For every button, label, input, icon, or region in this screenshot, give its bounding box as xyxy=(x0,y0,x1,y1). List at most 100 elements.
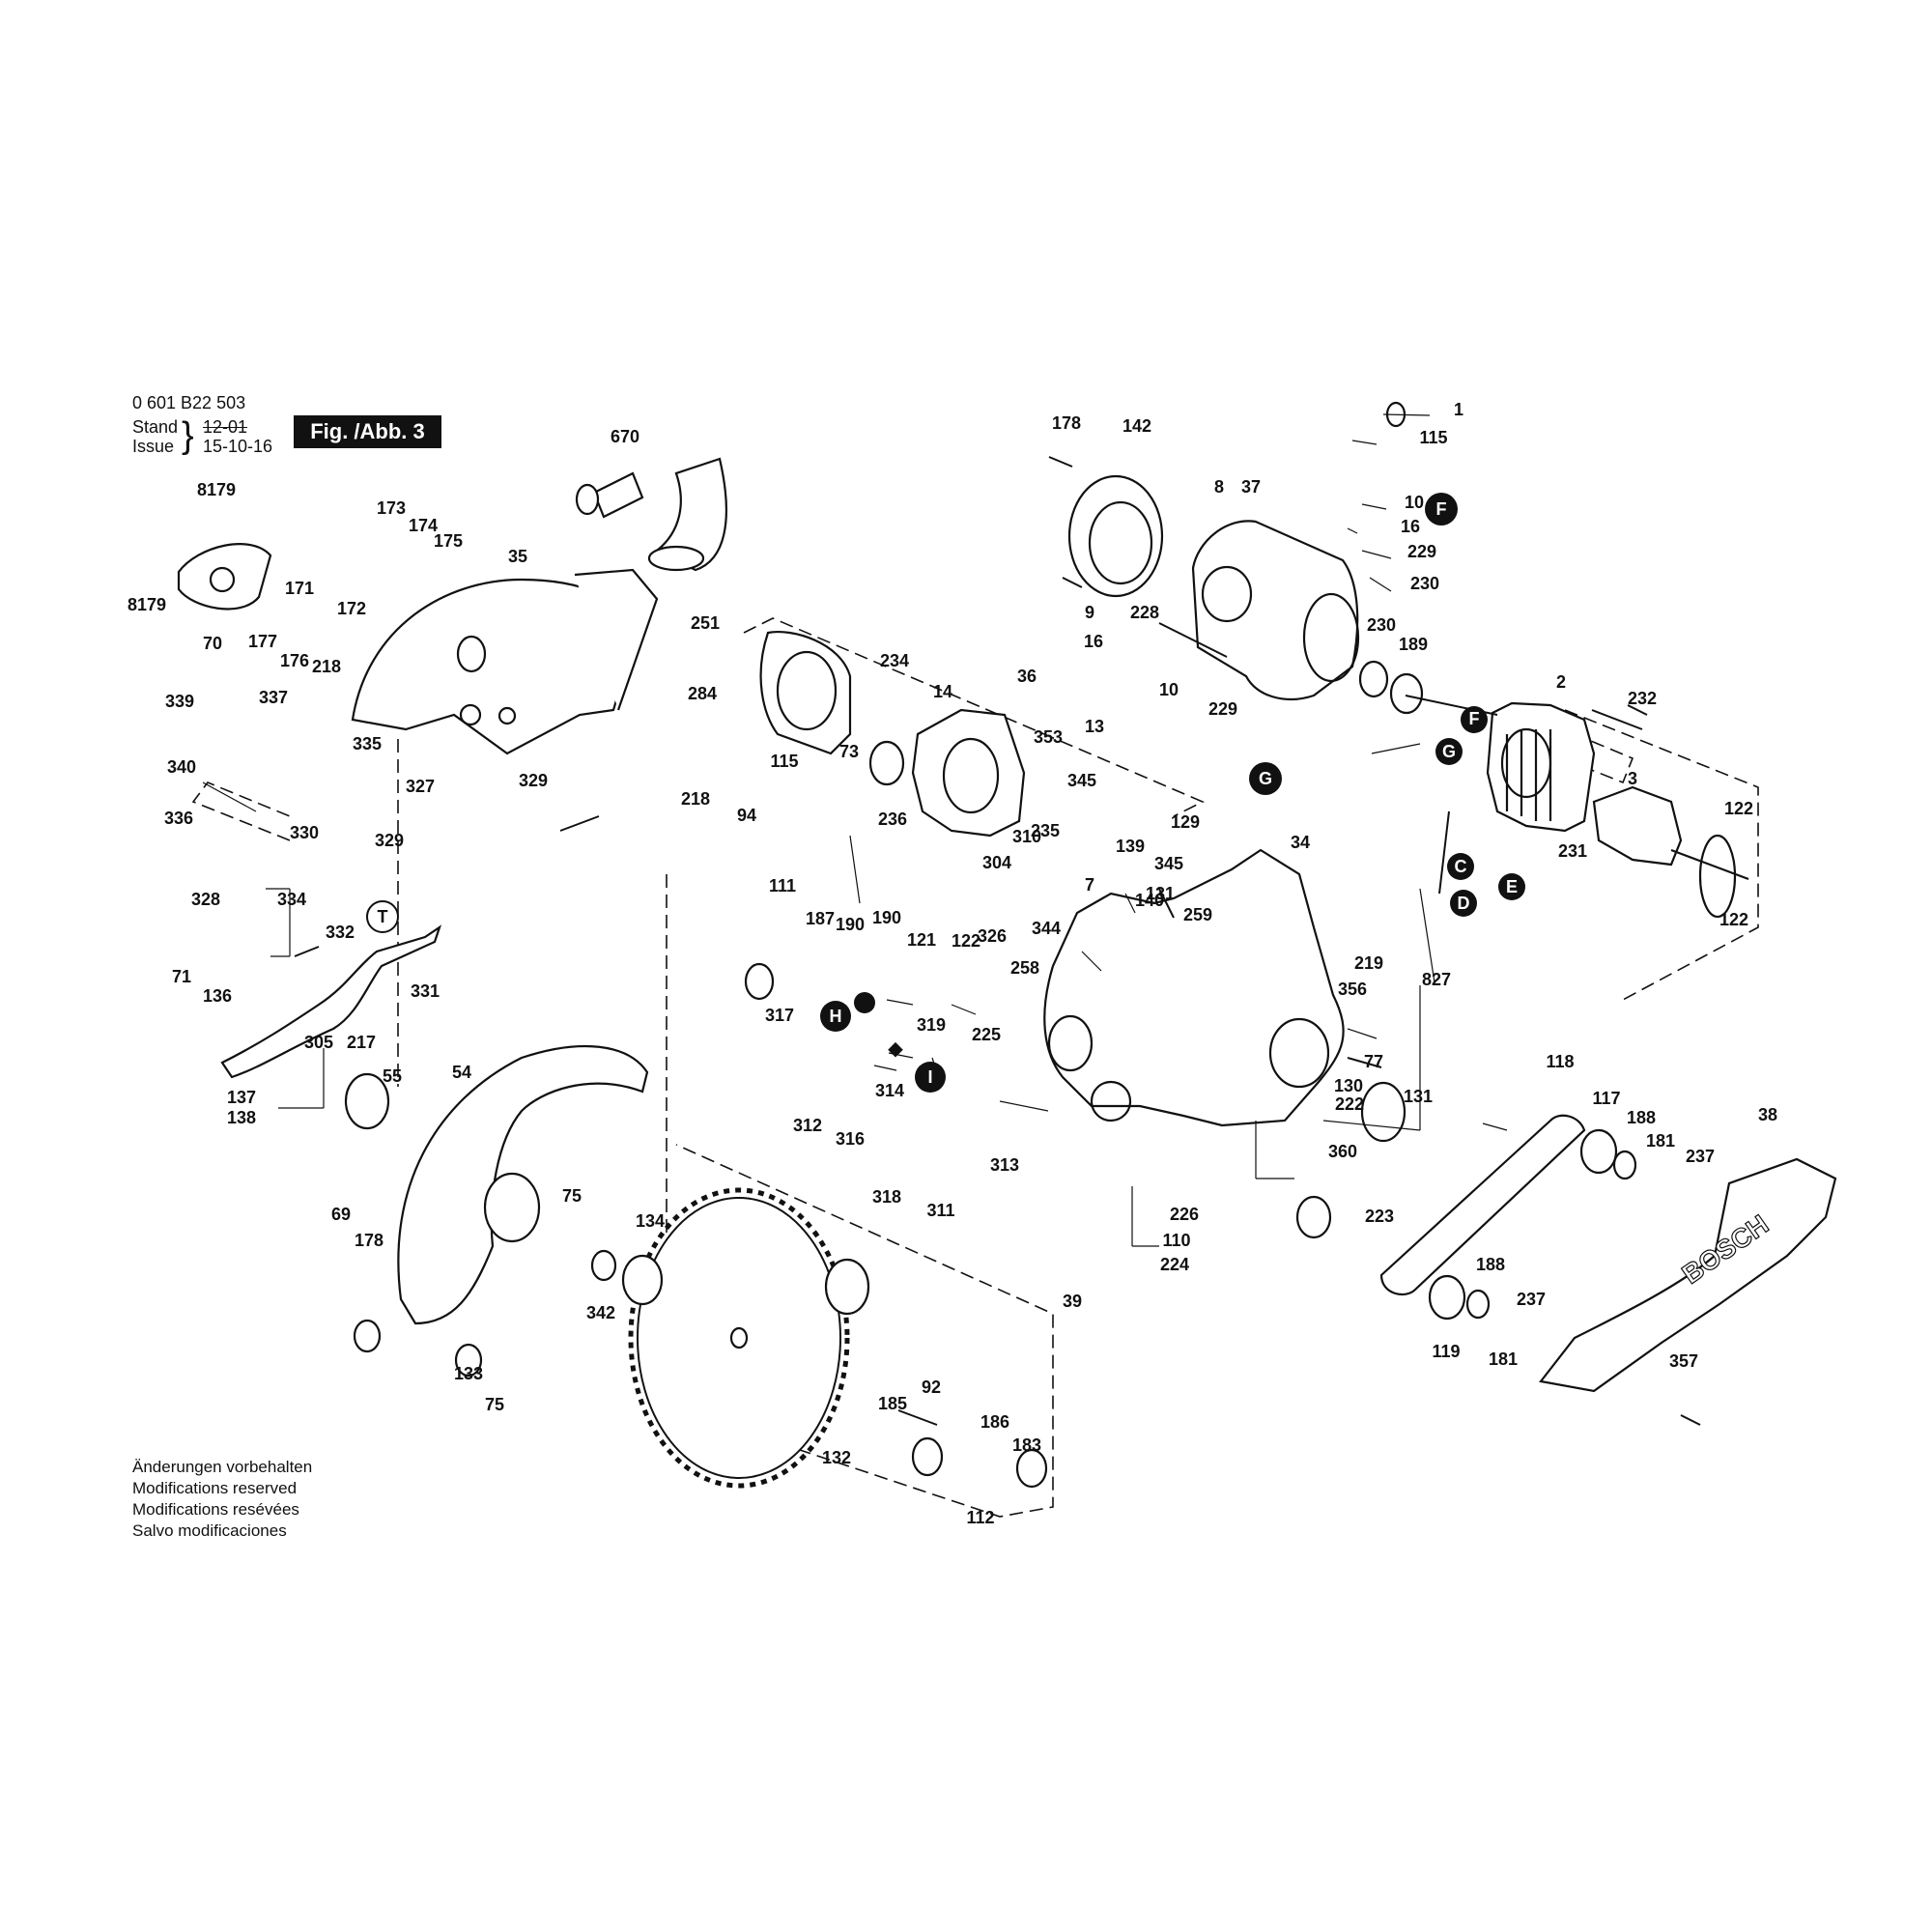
part-number-label: 228 xyxy=(1130,603,1159,622)
screws xyxy=(294,456,1701,1426)
part-number-label: 54 xyxy=(452,1063,471,1082)
part-number-label: 337 xyxy=(259,688,288,707)
part-number-label: 71 xyxy=(172,967,191,986)
part-number-label: 131 xyxy=(1146,884,1175,903)
note-line: Modifications resévées xyxy=(132,1500,299,1519)
part-number-label: 2 xyxy=(1556,672,1566,692)
part-number-label: 344 xyxy=(1032,919,1061,938)
stator xyxy=(1486,701,1596,833)
part-number-label: 190 xyxy=(872,908,901,927)
part-number-label: 178 xyxy=(355,1231,384,1250)
dust-elbow xyxy=(575,457,727,572)
part-number-label: 339 xyxy=(165,692,194,711)
part-number-label: 827 xyxy=(1422,970,1451,989)
part-number-label: 234 xyxy=(880,651,909,670)
part-number-label: 75 xyxy=(562,1186,582,1206)
small-pulley xyxy=(1428,1274,1466,1321)
callout-f-top xyxy=(1425,493,1458,526)
part-number-label: 8179 xyxy=(128,595,166,614)
part-number-label: 37 xyxy=(1241,477,1261,497)
cover-plate xyxy=(177,543,272,611)
callout-i xyxy=(915,1062,946,1093)
part-number-label: 235 xyxy=(1031,821,1060,840)
part-number-label: 132 xyxy=(822,1448,851,1467)
callout-e xyxy=(1498,873,1525,900)
part-number-label: 188 xyxy=(1476,1255,1505,1274)
callout-letter: G xyxy=(1442,742,1456,761)
part-number-label: 55 xyxy=(383,1066,402,1086)
notes-block: Änderungen vorbehalten Modifications res… xyxy=(132,1457,312,1542)
part-number-label: 236 xyxy=(878,810,907,829)
part-number-label: 226 xyxy=(1170,1205,1199,1224)
callout-c xyxy=(1447,853,1474,880)
part-number-label: 185 xyxy=(878,1394,907,1413)
part-number-label: 3 xyxy=(1628,769,1637,788)
part-number-label: 110 xyxy=(1162,1231,1190,1250)
part-number-label: 224 xyxy=(1160,1255,1189,1274)
part-number-label: 122 xyxy=(952,931,980,951)
part-number-label: 345 xyxy=(1154,854,1183,873)
part-number-label: 259 xyxy=(1183,905,1212,924)
part-number-label: 10 xyxy=(1159,680,1179,699)
note-line: Änderungen vorbehalten xyxy=(132,1458,313,1476)
part-number-label: 670 xyxy=(611,427,639,446)
part-number-label: 217 xyxy=(347,1033,376,1052)
part-number-label: 73 xyxy=(839,742,859,761)
part-number-label: 118 xyxy=(1546,1052,1574,1071)
part-number-label: 329 xyxy=(375,831,404,850)
part-number-label: 171 xyxy=(285,579,314,598)
part-number-label: 311 xyxy=(926,1201,954,1220)
part-number-label: 332 xyxy=(326,923,355,942)
part-number-label: 9 xyxy=(1085,603,1094,622)
part-number-label: 237 xyxy=(1686,1147,1715,1166)
part-number-label: 340 xyxy=(167,757,196,777)
callout-letter: G xyxy=(1259,769,1272,788)
part-number-label: 8 xyxy=(1214,477,1224,497)
part-number-label: 231 xyxy=(1558,841,1587,861)
part-number-label: 122 xyxy=(1724,799,1753,818)
part-number-label: 138 xyxy=(227,1108,256,1127)
part-number-label: 183 xyxy=(1012,1435,1041,1455)
part-number-label: 172 xyxy=(337,599,366,618)
part-number-label: 319 xyxy=(917,1015,946,1035)
part-number-label: 317 xyxy=(765,1006,794,1025)
part-number-label: 232 xyxy=(1628,689,1657,708)
callout-letter: E xyxy=(1506,877,1518,896)
callout-letter: F xyxy=(1436,499,1447,519)
callout-letter: H xyxy=(830,1007,842,1026)
figure-label: Fig. /Abb. 3 xyxy=(294,415,441,448)
part-number-label: 304 xyxy=(982,853,1011,872)
part-number-label: 1 xyxy=(1454,400,1463,419)
drive-belt xyxy=(1379,1114,1586,1296)
part-number-label: 142 xyxy=(1122,416,1151,436)
part-number-label: 328 xyxy=(191,890,220,909)
ring-gasket xyxy=(759,631,852,755)
part-number-label: 178 xyxy=(1052,413,1081,433)
part-number-label: 237 xyxy=(1517,1290,1546,1309)
part-number-label: 316 xyxy=(836,1129,865,1149)
part-number-label: 181 xyxy=(1489,1350,1518,1369)
part-number-label: 36 xyxy=(1017,667,1037,686)
part-number-label: 336 xyxy=(164,809,193,828)
part-number-label: 140 xyxy=(1135,891,1164,910)
part-number-label: 258 xyxy=(1010,958,1039,978)
part-number-label: 119 xyxy=(1432,1342,1460,1361)
part-number-label: 190 xyxy=(836,915,865,934)
washers xyxy=(344,401,1637,1489)
part-number-label: 16 xyxy=(1401,517,1420,536)
part-number-label: 111 xyxy=(769,876,796,895)
part-number-label: 189 xyxy=(1399,635,1428,654)
part-number-label: 117 xyxy=(1592,1089,1620,1108)
part-number-label: 175 xyxy=(434,531,463,551)
part-number-label: 69 xyxy=(331,1205,351,1224)
lower-blade-guard xyxy=(397,1044,649,1325)
part-number-label: 345 xyxy=(1067,771,1096,790)
callout-f-stator xyxy=(1461,706,1488,733)
part-number-label: 305 xyxy=(304,1033,333,1052)
part-number-label: 34 xyxy=(1291,833,1310,852)
part-number-label: 181 xyxy=(1646,1131,1675,1151)
part-number-label: 177 xyxy=(248,632,277,651)
part-number-label: 186 xyxy=(980,1412,1009,1432)
part-number-label: 329 xyxy=(519,771,548,790)
